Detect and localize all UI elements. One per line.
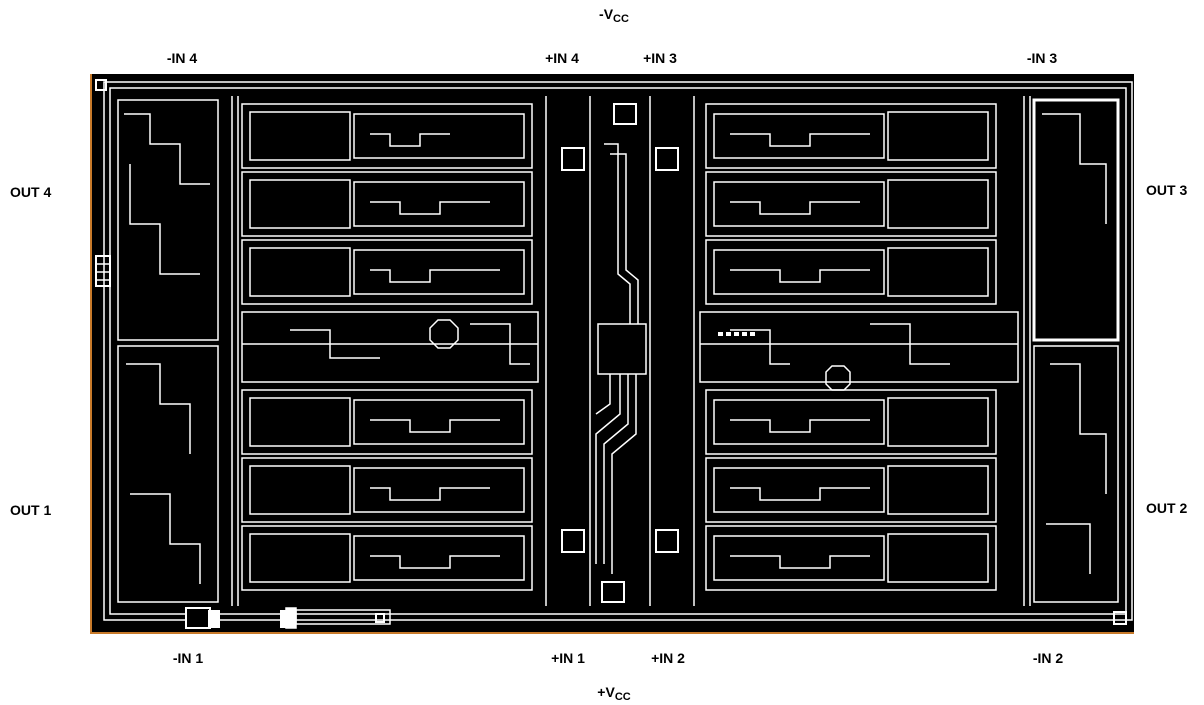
bottom-white-bar xyxy=(208,610,220,628)
pin-pos-in-3: +IN 3 xyxy=(643,50,677,66)
marker-dash-4 xyxy=(742,332,747,336)
pin-pos-in-1: +IN 1 xyxy=(551,650,585,666)
pin-neg-in-1: -IN 1 xyxy=(172,650,204,666)
output-stage-3 xyxy=(1032,98,1120,342)
bottom-pad xyxy=(375,613,385,623)
input-pad-pos-in-2 xyxy=(655,529,679,553)
input-pad-pos-in-3 xyxy=(655,147,679,171)
corner-marker-bottom-right xyxy=(1113,611,1127,625)
left-test-pads xyxy=(95,255,111,287)
die-layout xyxy=(90,74,1134,634)
bias-circle-right xyxy=(825,365,851,391)
pin-out-1: OUT 1 xyxy=(10,502,52,518)
bottom-strip-right xyxy=(295,609,391,625)
marker-dash-1 xyxy=(718,332,723,336)
die-ring-inner xyxy=(109,87,1127,615)
marker-dash-3 xyxy=(734,332,739,336)
input-pad-pos-in-4 xyxy=(561,147,585,171)
bottom-white-bar-2 xyxy=(280,610,286,628)
output-stage-2 xyxy=(1033,345,1119,603)
input-pad-bottom-center xyxy=(601,581,625,603)
bottom-strip-mid xyxy=(285,607,297,629)
output-stage-4 xyxy=(117,99,219,341)
pin-neg-in-3: -IN 3 xyxy=(1026,50,1058,66)
output-stage-1 xyxy=(117,345,219,603)
pin-neg-in-4: -IN 4 xyxy=(166,50,198,66)
pin-pos-in-4: +IN 4 xyxy=(545,50,579,66)
pin-neg-in-2: -IN 2 xyxy=(1032,650,1064,666)
marker-dash-5 xyxy=(750,332,755,336)
input-pad-pos-in-1 xyxy=(561,529,585,553)
bias-circle-left xyxy=(429,319,459,349)
pin-out-2: OUT 2 xyxy=(1146,500,1188,516)
pin-out-3: OUT 3 xyxy=(1146,182,1188,198)
pin-neg-vcc: -VCC xyxy=(599,6,629,25)
bottom-strip-left xyxy=(185,607,211,629)
marker-dash-2 xyxy=(726,332,731,336)
pin-pos-in-2: +IN 2 xyxy=(651,650,685,666)
input-pad-top-center xyxy=(613,103,637,125)
center-core xyxy=(597,323,647,375)
pin-pos-vcc: +VCC xyxy=(597,684,631,703)
die-ring-outer xyxy=(103,81,1133,621)
corner-marker-top-left xyxy=(95,79,107,91)
bias-band-left xyxy=(241,311,539,383)
bias-band-right xyxy=(699,311,1019,383)
die-layout-drawing xyxy=(90,74,1134,634)
pin-out-4: OUT 4 xyxy=(10,184,52,200)
